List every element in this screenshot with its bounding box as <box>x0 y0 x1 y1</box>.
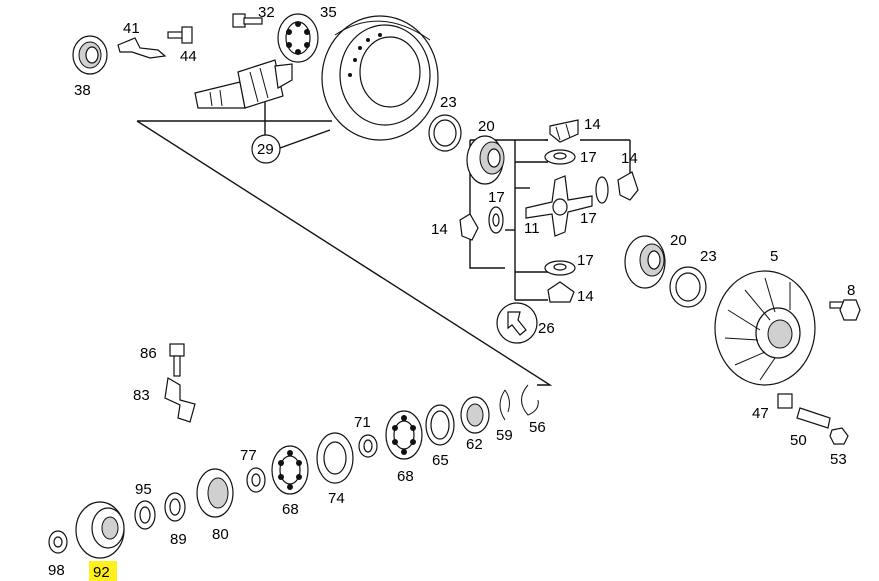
label-14-top[interactable]: 14 <box>584 116 601 133</box>
label-17-top[interactable]: 17 <box>580 149 597 166</box>
label-35[interactable]: 35 <box>320 4 337 21</box>
label-89[interactable]: 89 <box>170 531 187 548</box>
part-47-nut[interactable] <box>777 393 793 409</box>
label-53[interactable]: 53 <box>830 451 847 468</box>
part-5-differential-case[interactable] <box>714 270 816 386</box>
part-59-circlip[interactable] <box>499 389 510 421</box>
label-17-left[interactable]: 17 <box>488 189 505 206</box>
label-47[interactable]: 47 <box>752 405 769 422</box>
highlight-92 <box>89 561 117 581</box>
part-68-bearing-upper[interactable] <box>385 410 423 460</box>
label-11[interactable]: 11 <box>524 220 540 237</box>
callout-29 <box>251 134 281 164</box>
part-23-shim-lower[interactable] <box>669 266 707 308</box>
part-95-washer[interactable] <box>134 500 156 530</box>
label-14-bottom[interactable]: 14 <box>577 288 594 305</box>
part-14-pinion-bottom[interactable] <box>547 281 575 303</box>
label-98[interactable]: 98 <box>48 562 65 579</box>
label-56[interactable]: 56 <box>529 419 546 436</box>
label-32[interactable]: 32 <box>258 4 275 21</box>
part-89-ring[interactable] <box>164 492 186 522</box>
label-68-upper[interactable]: 68 <box>397 468 414 485</box>
label-8[interactable]: 8 <box>847 282 855 299</box>
part-65-shim[interactable] <box>425 404 455 446</box>
part-35-bearing[interactable] <box>277 13 319 63</box>
part-62-bearing[interactable] <box>460 396 490 434</box>
part-11-cross-shaft[interactable] <box>525 175 593 237</box>
part-17-washer-top[interactable] <box>544 149 576 165</box>
part-98-nut[interactable] <box>48 530 68 554</box>
label-68-lower[interactable]: 68 <box>282 501 299 518</box>
part-44-bolt[interactable] <box>167 26 193 44</box>
part-26-tool[interactable] <box>496 302 538 344</box>
assembly-outline <box>136 101 631 386</box>
label-95[interactable]: 95 <box>135 481 152 498</box>
label-65[interactable]: 65 <box>432 452 449 469</box>
label-29[interactable]: 29 <box>257 141 274 158</box>
part-8-bolt[interactable] <box>829 299 861 321</box>
pinion-shaft[interactable] <box>194 59 293 109</box>
label-23-upper[interactable]: 23 <box>440 94 457 111</box>
part-74-flange[interactable] <box>316 432 354 484</box>
part-86-bolt[interactable] <box>169 343 185 377</box>
label-17-bottom[interactable]: 17 <box>577 252 594 269</box>
label-23-lower[interactable]: 23 <box>700 248 717 265</box>
part-68-bearing-lower[interactable] <box>271 445 309 495</box>
part-17-washer-left[interactable] <box>488 206 504 234</box>
label-83[interactable]: 83 <box>133 387 150 404</box>
ring-gear[interactable] <box>321 15 439 141</box>
part-80-gear[interactable] <box>196 468 234 518</box>
part-20-side-gear-upper[interactable] <box>466 135 505 185</box>
label-77[interactable]: 77 <box>240 447 257 464</box>
label-41[interactable]: 41 <box>123 20 140 37</box>
part-77-washer[interactable] <box>246 467 266 493</box>
label-74[interactable]: 74 <box>328 490 345 507</box>
label-50[interactable]: 50 <box>790 432 807 449</box>
part-71-washer[interactable] <box>358 434 378 458</box>
label-38[interactable]: 38 <box>74 82 91 99</box>
label-92[interactable]: 92 <box>93 564 110 581</box>
part-83-bracket[interactable] <box>164 377 196 423</box>
part-14-pinion-right[interactable] <box>617 171 639 201</box>
label-86[interactable]: 86 <box>140 345 157 362</box>
part-41-bracket[interactable] <box>117 37 167 59</box>
part-17-washer-right[interactable] <box>595 176 609 204</box>
part-53-nut[interactable] <box>829 427 849 445</box>
part-38-seal[interactable] <box>72 35 108 75</box>
part-32-bolt[interactable] <box>232 13 263 28</box>
label-44[interactable]: 44 <box>180 48 197 65</box>
part-20-side-gear-lower[interactable] <box>624 235 666 289</box>
part-50-bolt[interactable] <box>796 407 831 429</box>
part-14-pinion-top[interactable] <box>549 119 579 143</box>
label-14-left[interactable]: 14 <box>431 221 448 238</box>
part-17-washer-bottom[interactable] <box>544 260 576 276</box>
label-20-lower[interactable]: 20 <box>670 232 687 249</box>
part-92-flange[interactable] <box>75 501 125 559</box>
label-71[interactable]: 71 <box>354 414 371 431</box>
label-17-right[interactable]: 17 <box>580 210 597 227</box>
label-20-upper[interactable]: 20 <box>478 118 495 135</box>
label-26[interactable]: 26 <box>538 320 555 337</box>
label-14-right[interactable]: 14 <box>621 150 638 167</box>
label-62[interactable]: 62 <box>466 436 483 453</box>
label-59[interactable]: 59 <box>496 427 513 444</box>
label-5[interactable]: 5 <box>770 248 778 265</box>
part-14-pinion-left[interactable] <box>459 213 479 241</box>
part-23-shim-upper[interactable] <box>428 114 462 152</box>
part-56-circlip[interactable] <box>521 384 539 416</box>
label-80[interactable]: 80 <box>212 526 229 543</box>
